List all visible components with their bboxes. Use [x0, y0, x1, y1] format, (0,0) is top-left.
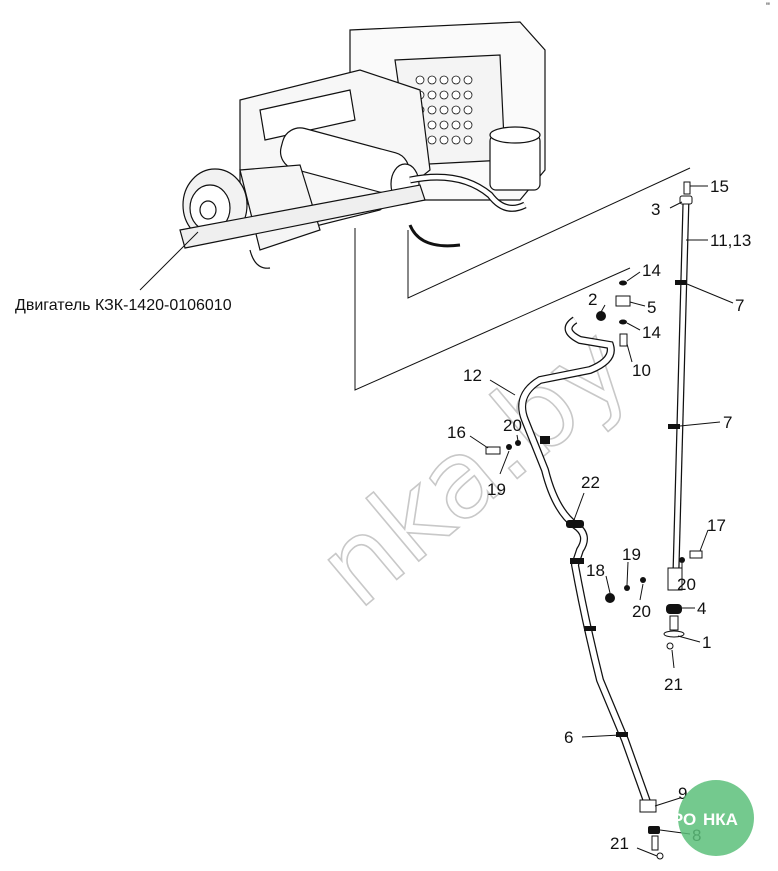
callout-19-left: 19 — [487, 480, 506, 499]
engine-assembly — [179, 21, 546, 269]
callout-20-left: 20 — [503, 416, 522, 435]
washer-20-right — [679, 557, 685, 563]
bolt-10 — [619, 333, 628, 347]
caption-leader — [139, 231, 199, 291]
nut-8 — [648, 826, 660, 834]
callout-18: 18 — [586, 561, 605, 580]
main-hose — [518, 316, 654, 812]
washer-21-upper — [666, 642, 674, 650]
callout-2: 2 — [588, 290, 597, 309]
callout-21-lower: 21 — [610, 834, 629, 853]
callout-14-top: 14 — [642, 261, 661, 280]
washer-19-right — [624, 585, 630, 591]
plug-18 — [605, 593, 615, 603]
callout-10: 10 — [632, 361, 651, 380]
washer-14-bottom — [619, 319, 627, 325]
logo-text-left: АГРО — [650, 810, 696, 829]
callout-leaders — [469, 185, 734, 857]
leader-frame-lines — [354, 167, 691, 391]
clamp-7-lower — [668, 424, 680, 429]
right-tube — [672, 199, 690, 571]
callout-6: 6 — [564, 728, 573, 747]
callout-7-lower: 7 — [723, 413, 732, 432]
callout-4: 4 — [697, 599, 706, 618]
logo-circle — [678, 780, 754, 856]
nut-4 — [666, 604, 682, 614]
callout-3: 3 — [651, 200, 660, 219]
washer-21-lower — [656, 852, 664, 860]
nut-3 — [679, 195, 693, 205]
callout-17: 17 — [707, 516, 726, 535]
callout-7-upper: 7 — [735, 296, 744, 315]
callout-19-right: 19 — [622, 545, 641, 564]
clamp-6-upper — [584, 626, 596, 631]
callout-labels: 15 3 11,13 14 7 2 5 14 10 12 7 16 20 19 … — [447, 177, 751, 853]
bolt-17 — [689, 550, 703, 559]
clamp-6-lower — [616, 732, 628, 737]
nozzle-15 — [683, 181, 691, 195]
callout-11-13: 11,13 — [710, 231, 751, 250]
tee-5 — [615, 295, 631, 307]
agronka-logo: АГРО НКА — [650, 780, 754, 856]
engine-caption: Двигатель КЗК-1420-0106010 — [15, 297, 232, 314]
clamp-7-upper — [675, 280, 687, 285]
washer-19-left — [506, 444, 512, 450]
washer-20-left — [515, 440, 521, 446]
corner-mark: " — [766, 1, 770, 13]
callout-1: 1 — [702, 633, 711, 652]
logo-text-right: НКА — [703, 810, 738, 829]
pipe-system — [485, 181, 703, 860]
adapter-1 — [669, 615, 679, 631]
fitting-right — [667, 567, 683, 591]
callout-5: 5 — [647, 298, 656, 317]
callout-12: 12 — [463, 366, 482, 385]
tee-left — [540, 436, 550, 444]
callout-16: 16 — [447, 423, 466, 442]
callout-14-bottom: 14 — [642, 323, 661, 342]
watermark: nka.by — [295, 303, 653, 631]
callout-15: 15 — [710, 177, 729, 196]
nut-2 — [596, 311, 606, 321]
callout-21-upper: 21 — [664, 675, 683, 694]
washer-14-top — [619, 280, 627, 286]
callout-20-right: 20 — [677, 575, 696, 594]
callout-9: 9 — [678, 784, 687, 803]
clamp-22 — [566, 520, 584, 528]
clamp-lower-22 — [570, 558, 584, 564]
washer-20-mid — [640, 577, 646, 583]
callout-20-mid: 20 — [632, 602, 651, 621]
bolt-16 — [485, 446, 501, 455]
callout-22: 22 — [581, 473, 600, 492]
